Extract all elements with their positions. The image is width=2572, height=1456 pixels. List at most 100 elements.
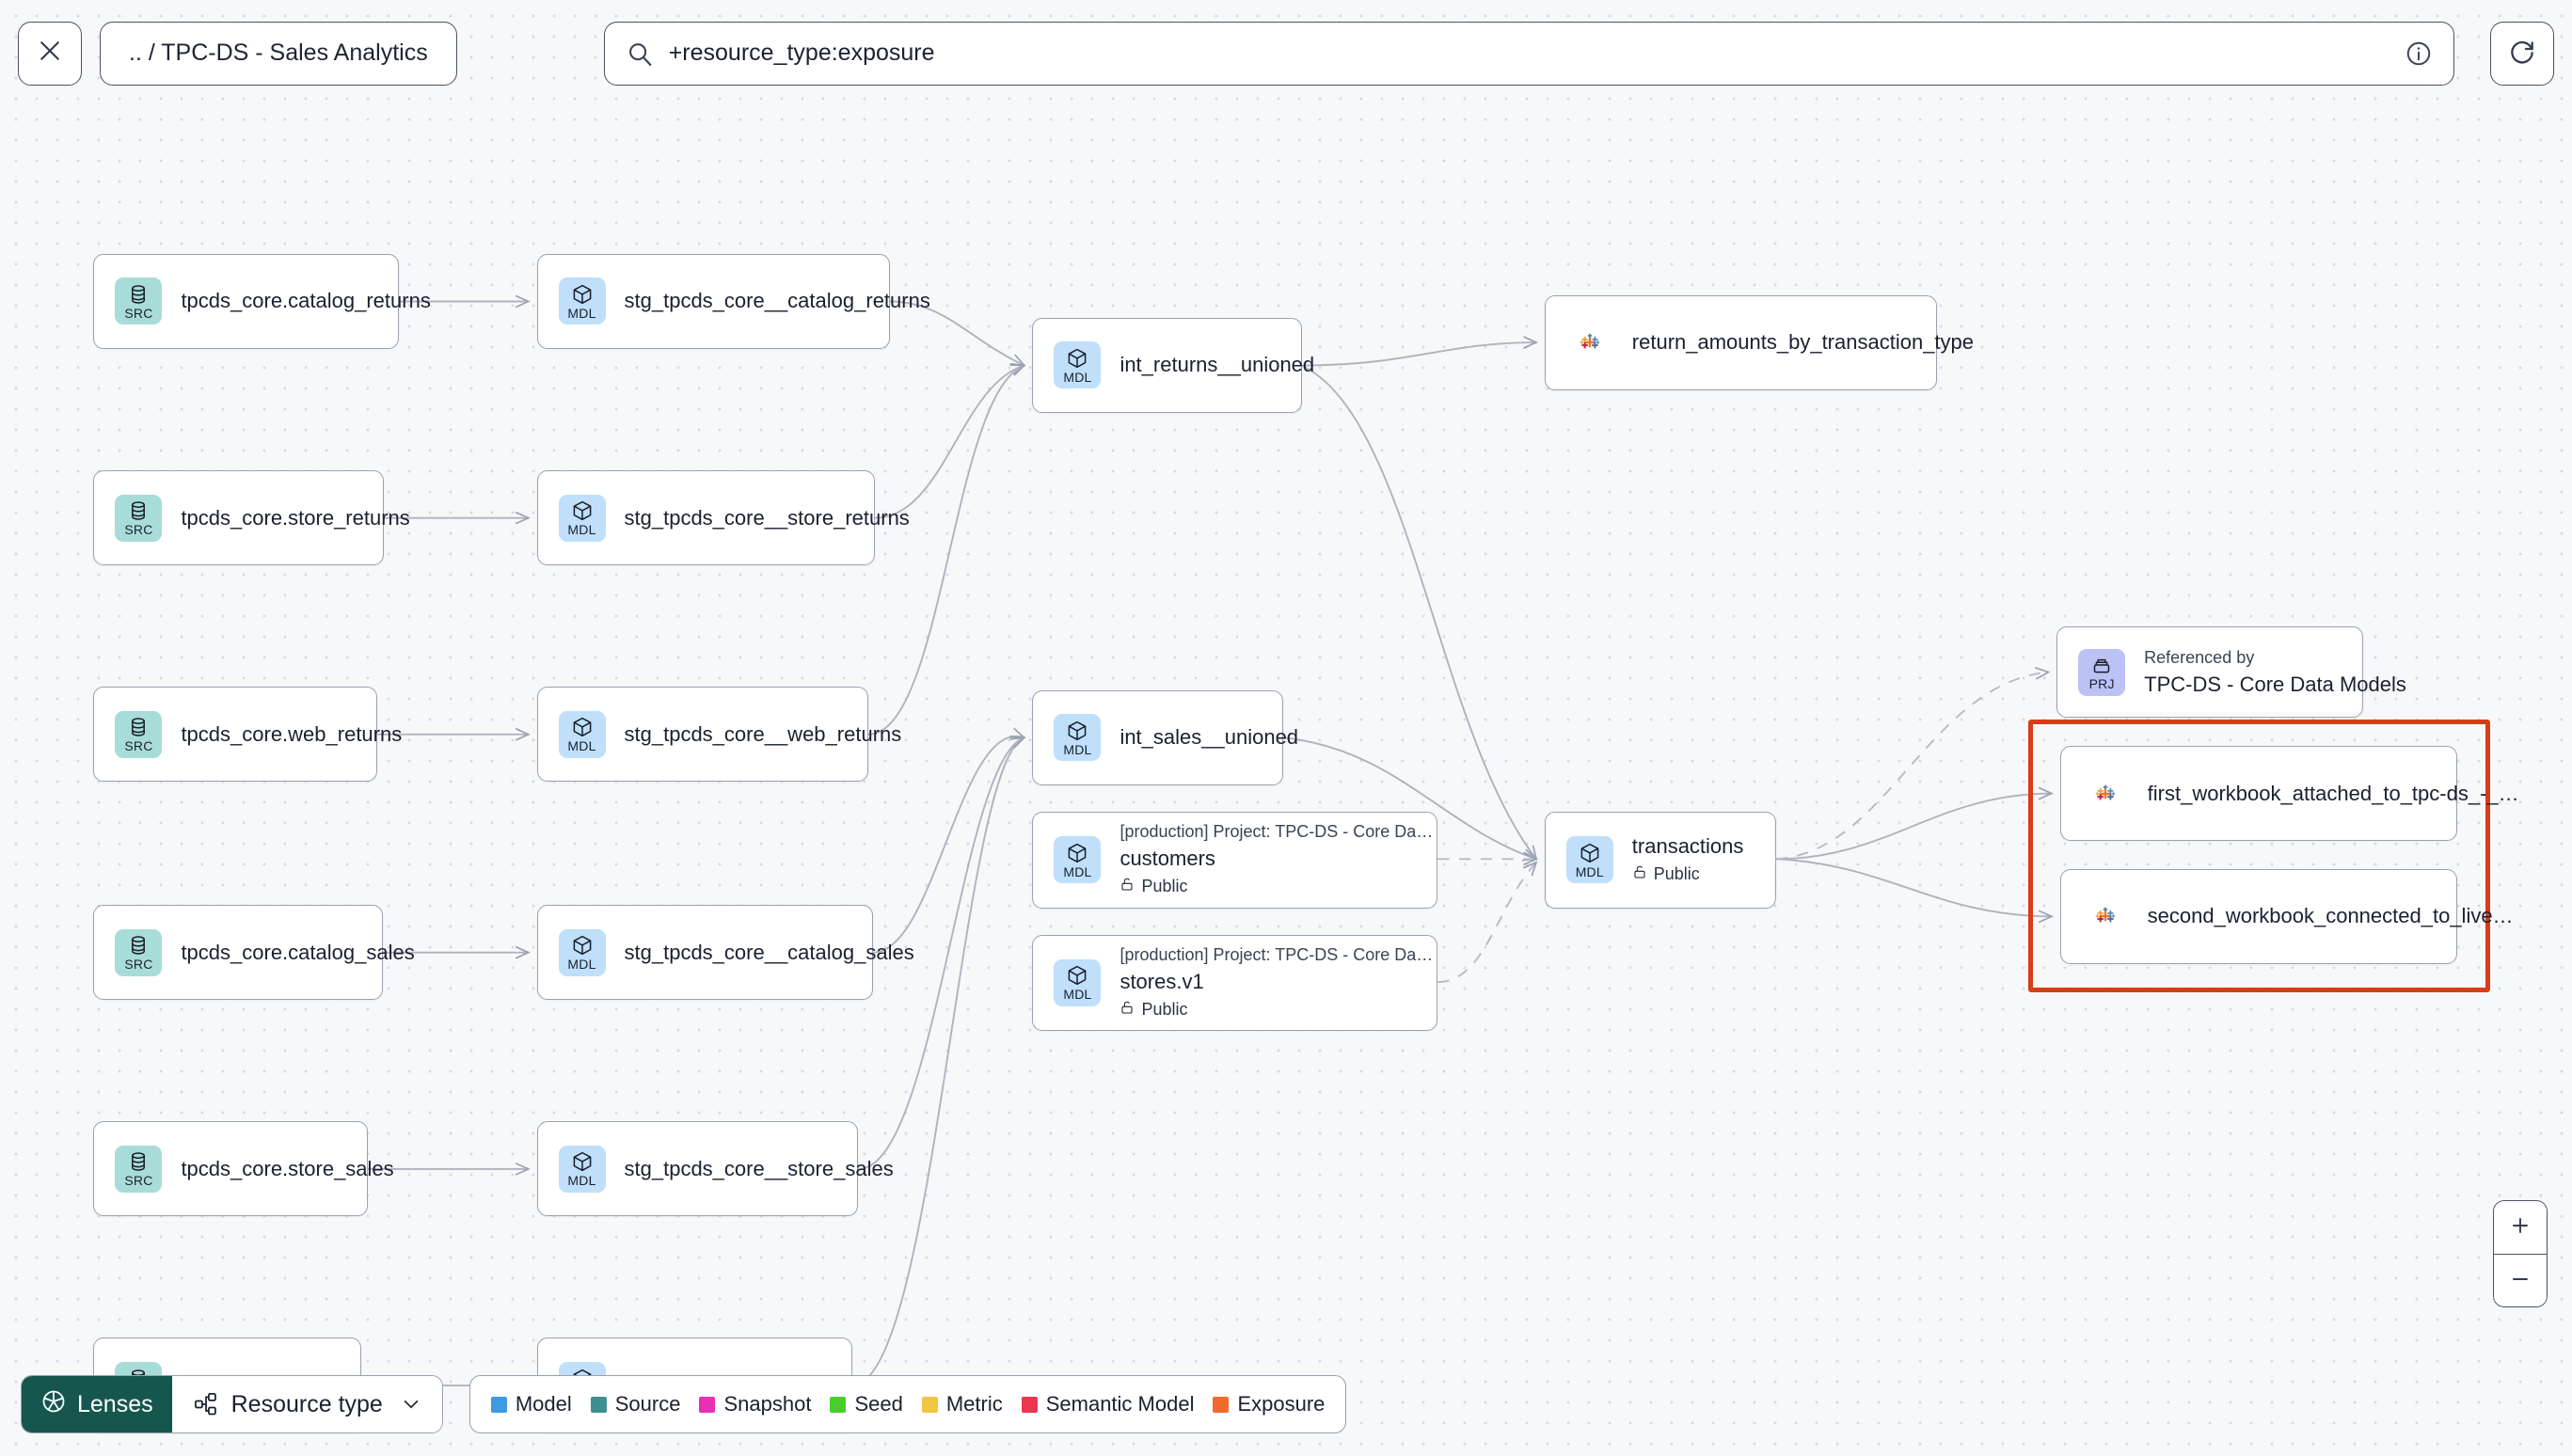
- graph-node-stores_v1[interactable]: MDL [production] Project: TPC-DS - Core D…: [1032, 934, 1438, 1032]
- close-button[interactable]: [18, 21, 82, 86]
- bottom-toolbar: Lenses Resource type: [21, 1375, 1347, 1433]
- zoom-in-button[interactable]: [2494, 1201, 2547, 1254]
- graph-node-return_amounts[interactable]: return_amounts_by_transaction_type: [1544, 294, 1974, 390]
- graph-node-src_store_returns[interactable]: SRC tpcds_core.store_returns: [93, 470, 410, 566]
- legend-swatch: [699, 1396, 716, 1413]
- source-badge: SRC: [115, 1145, 163, 1193]
- model-badge: MDL: [1565, 836, 1613, 884]
- node-body: tpcds_core.store_returns: [181, 505, 410, 530]
- node-title: tpcds_core.store_returns: [181, 505, 410, 530]
- cube-icon: [1066, 842, 1088, 864]
- info-icon[interactable]: [2405, 40, 2433, 68]
- model-badge: MDL: [1054, 836, 1102, 884]
- node-body: [production] Project: TPC-DS - Core Data…: [1119, 945, 1437, 1021]
- cube-icon: [571, 1150, 594, 1173]
- lock-open-icon: [1119, 999, 1135, 1021]
- node-title: customers: [1119, 847, 1215, 871]
- legend-item-snapshot[interactable]: Snapshot: [699, 1392, 811, 1416]
- node-title: stg_tpcds_core__store_sales: [624, 1156, 894, 1180]
- legend-item-exposure[interactable]: Exposure: [1213, 1392, 1325, 1416]
- graph-node-stg_store_sales[interactable]: MDL stg_tpcds_core__store_sales: [536, 1121, 894, 1217]
- node-body: tpcds_core.web_returns: [181, 721, 403, 747]
- resource-type-dropdown[interactable]: Resource type: [171, 1376, 442, 1432]
- breadcrumb[interactable]: .. / TPC-DS - Sales Analytics: [100, 21, 457, 86]
- graph-node-src_store_sales[interactable]: SRC tpcds_core.store_sales: [93, 1121, 394, 1217]
- node-title: tpcds_core.catalog_sales: [181, 940, 415, 964]
- graph-node-first_workbook[interactable]: first_workbook_attached_to_tpc-ds_-_…: [2059, 746, 2519, 842]
- legend-label: Metric: [945, 1392, 1003, 1416]
- legend-label: Snapshot: [723, 1392, 812, 1416]
- search-icon: [626, 40, 654, 68]
- edge-layer: [360, 106, 2572, 1456]
- legend-label: Model: [515, 1392, 572, 1416]
- resource-type-label: Resource type: [230, 1390, 383, 1417]
- badge-label: PRJ: [2088, 676, 2115, 692]
- lenses-button[interactable]: Lenses: [22, 1376, 172, 1432]
- legend-swatch: [490, 1396, 507, 1413]
- legend-swatch: [1213, 1396, 1230, 1413]
- model-badge: MDL: [558, 494, 606, 542]
- lenses-label: Lenses: [77, 1390, 153, 1417]
- node-visibility: Public: [1632, 863, 1744, 885]
- node-body: stg_tpcds_core__web_returns: [624, 721, 902, 747]
- search-input[interactable]: [668, 22, 2389, 85]
- legend-item-metric[interactable]: Metric: [921, 1392, 1003, 1416]
- graph-node-second_workbook[interactable]: second_workbook_connected_to_live…: [2059, 868, 2514, 964]
- node-body: [production] Project: TPC-DS - Core Data…: [1119, 822, 1437, 897]
- project-icon: [2090, 654, 2113, 676]
- node-title: second_workbook_connected_to_live…: [2147, 904, 2514, 928]
- node-visibility: Public: [1119, 876, 1437, 897]
- database-icon: [127, 934, 150, 957]
- node-subtitle: [production] Project: TPC-DS - Core Data…: [1119, 944, 1437, 964]
- close-icon: [36, 37, 64, 70]
- refresh-button[interactable]: [2490, 21, 2554, 86]
- legend-item-source[interactable]: Source: [590, 1392, 681, 1416]
- legend-item-seed[interactable]: Seed: [830, 1392, 903, 1416]
- cube-icon: [1066, 720, 1088, 742]
- aperture-icon: [40, 1388, 67, 1421]
- graph-node-src_web_returns[interactable]: SRC tpcds_core.web_returns: [93, 687, 403, 783]
- cube-icon: [1066, 347, 1088, 370]
- node-body: stg_tpcds_core__catalog_returns: [625, 289, 930, 313]
- source-badge: SRC: [115, 494, 163, 542]
- model-badge: MDL: [558, 928, 606, 976]
- legend-label: Source: [614, 1392, 681, 1416]
- node-title: tpcds_core.web_returns: [181, 721, 403, 746]
- node-body: return_amounts_by_transaction_type: [1632, 330, 1974, 355]
- model-badge: MDL: [1054, 958, 1102, 1006]
- zoom-out-button[interactable]: [2494, 1253, 2547, 1306]
- graph-node-stg_catalog_returns[interactable]: MDL stg_tpcds_core__catalog_returns: [536, 253, 930, 350]
- badge-label: MDL: [567, 305, 596, 321]
- zoom-controls[interactable]: [2493, 1200, 2548, 1307]
- search-bar[interactable]: [603, 21, 2454, 86]
- badge-label: SRC: [124, 738, 153, 754]
- legend-item-model[interactable]: Model: [490, 1392, 572, 1416]
- node-title: tpcds_core.store_sales: [181, 1156, 394, 1180]
- badge-label: MDL: [1575, 863, 1604, 879]
- node-title: stg_tpcds_core__web_returns: [624, 721, 902, 746]
- legend-swatch: [921, 1396, 938, 1413]
- database-icon: [127, 716, 150, 738]
- cube-icon: [571, 499, 594, 522]
- model-badge: MDL: [558, 1145, 606, 1193]
- graph-node-customers[interactable]: MDL [production] Project: TPC-DS - Core D…: [1032, 811, 1438, 909]
- node-body: tpcds_core.store_sales: [181, 1156, 394, 1181]
- minus-icon: [2509, 1268, 2532, 1293]
- legend-label: Exposure: [1237, 1392, 1326, 1416]
- model-badge: MDL: [1054, 341, 1102, 389]
- graph-node-stg_catalog_sales[interactable]: MDL stg_tpcds_core__catalog_sales: [536, 905, 914, 1001]
- lock-open-icon: [1119, 876, 1135, 897]
- lock-open-icon: [1632, 863, 1647, 885]
- legend-item-semantic-model[interactable]: Semantic Model: [1021, 1392, 1194, 1416]
- node-title: stg_tpcds_core__catalog_sales: [624, 940, 914, 964]
